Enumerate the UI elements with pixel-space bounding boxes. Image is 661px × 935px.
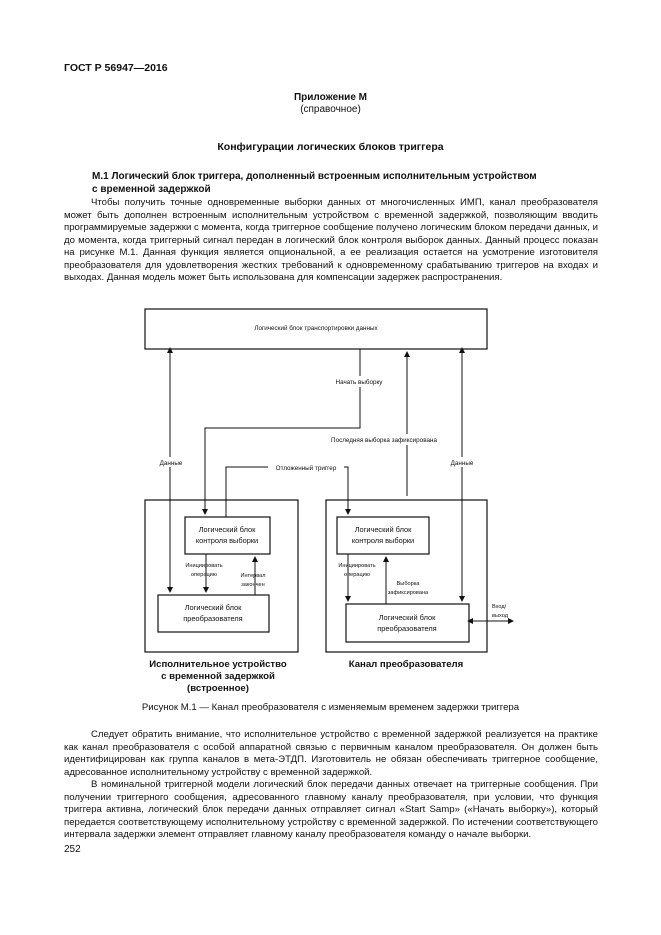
- intro-paragraph-text: Чтобы получить точные одновременные выбо…: [64, 197, 598, 283]
- left-control-label-l2: контроля выборки: [196, 536, 258, 545]
- right-caption: Канал преобразователя: [349, 659, 464, 670]
- intro-paragraph: Чтобы получить точные одновременные выбо…: [64, 197, 598, 285]
- left-init-label-l1: Инициировать: [185, 563, 222, 569]
- right-fixed-label-l1: Выборка: [397, 581, 421, 587]
- main-title: Конфигурации логических блоков триггера: [217, 141, 444, 153]
- left-caption-l2: с временной задержкой: [161, 671, 275, 682]
- appendix-subtitle: (справочное): [300, 104, 361, 115]
- right-converter-label-l2: преобразователя: [377, 624, 436, 633]
- right-control-block: [336, 516, 430, 555]
- top-block-label: Логический блок транспортировки данных: [254, 324, 378, 332]
- right-converter-label-l1: Логический блок: [379, 613, 436, 622]
- appendix-title: Приложение М: [293, 92, 368, 103]
- left-control-block: [184, 516, 271, 555]
- delayed-trigger-label: Отложенный триггер: [276, 464, 337, 472]
- left-interval-label-l1: Интервал: [240, 573, 265, 579]
- body-text: Следует обратить внимание, что исполните…: [64, 729, 598, 842]
- data-right-label: Данные: [451, 460, 474, 467]
- right-converter-block: [345, 603, 470, 643]
- data-left-label: Данные: [160, 460, 183, 467]
- right-init-label-l1: Инициировать: [338, 563, 375, 569]
- left-caption-l3: (встроенное): [187, 683, 249, 694]
- left-control-label-l1: Логический блок: [199, 525, 256, 534]
- page-number: 252: [64, 844, 81, 855]
- left-converter-label-l2: преобразователя: [183, 614, 242, 623]
- right-control-label-l1: Логический блок: [355, 525, 412, 534]
- body-paragraph-1: Следует обратить внимание, что исполните…: [64, 729, 598, 778]
- right-outer-box: [325, 499, 488, 653]
- right-init-label-l2: операцию: [344, 572, 370, 578]
- document-code: ГОСТ Р 56947—2016: [64, 62, 168, 74]
- start-sample-label: Начать выборку: [336, 378, 384, 386]
- right-fixed-label-l2: зафиксирована: [388, 590, 429, 596]
- body-paragraph-2: В номинальной триггерной модели логическ…: [64, 779, 598, 840]
- left-caption-l1: Исполнительное устройство: [149, 659, 287, 670]
- section-heading: М.1 Логический блок триггера, дополненны…: [92, 171, 552, 196]
- right-control-label-l2: контроля выборки: [352, 536, 414, 545]
- io-label-l1: Вход/: [492, 604, 507, 610]
- left-interval-label-l2: закончен: [241, 582, 265, 588]
- left-init-label-l2: операцию: [191, 572, 217, 578]
- io-label-l2: выход: [492, 613, 509, 619]
- start-sample-arrow: [202, 349, 361, 515]
- left-converter-label-l1: Логический блок: [185, 603, 242, 612]
- last-sample-label: Последняя выборка зафиксирована: [331, 436, 437, 444]
- left-converter-block: [157, 594, 270, 633]
- section-heading-line1: М.1 Логический блок триггера, дополненны…: [92, 171, 537, 182]
- section-heading-line2: с временной задержкой: [92, 183, 211, 195]
- delayed-trigger-arrow: [225, 466, 351, 517]
- data-transport-block: [144, 308, 488, 350]
- figure-caption: Рисунок М.1 — Канал преобразователя с из…: [141, 702, 520, 713]
- left-outer-box: [144, 499, 299, 653]
